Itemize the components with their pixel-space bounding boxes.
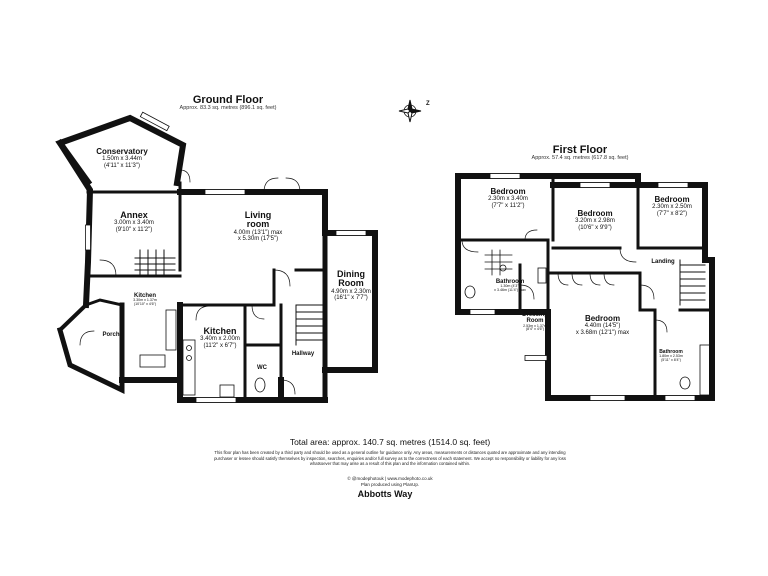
room-bathroom-1: Bathroom 1.30m (4'3") x 3.46m (11'4") ma… [494,279,526,293]
room-conservatory: Conservatory 1.50m x 3.44m (4'11" x 11'3… [96,147,148,169]
ground-floor-walls [55,114,378,403]
room-bedroom-1: Bedroom 2.30m x 3.40m (7'7" x 11'2") [488,187,528,209]
property-address: Abbotts Way [357,489,413,499]
room-bedroom-3: Bedroom 2.30m x 2.50m (7'7" x 8'2") [652,195,692,217]
room-annex: Annex 3.00m x 3.40m (9'10" x 11'2") [114,210,154,233]
total-area: Total area: approx. 140.7 sq. metres (15… [289,437,491,447]
room-annex-kitchen: Kitchen 3.30m x 1.37m (10'10" x 4'6") [133,293,157,307]
room-kitchen: Kitchen 3.40m x 2.00m (11'2" x 6'7") [200,326,240,349]
room-wc: WC [257,365,267,371]
first-floor-windows [469,173,696,401]
room-bedroom-2: Bedroom 3.20m x 2.98m (10'6" x 9'9") [575,209,615,231]
room-living: Living room 4.00m (13'1") max x 5.30m (1… [233,210,283,243]
ground-floor-area: Approx. 83.3 sq. metres (896.1 sq. feet) [179,105,277,111]
first-floor-title: First Floor [552,144,608,156]
compass-letter: Z [426,101,430,107]
room-dressing: Dressing Room 2.53m x 1.37m (8'4" x 4'6"… [522,312,548,332]
room-hallway: Hallway [291,351,315,357]
credits: © @modephotouk | www.modephoto.co.uk Pla… [347,476,433,488]
ground-floor-windows [85,111,367,403]
room-landing: Landing [651,259,675,265]
room-bedroom-4: Bedroom 4.40m (14'5") x 3.68m (12'1") ma… [575,314,630,336]
first-floor-walls [455,173,715,401]
room-porch: Porch [102,332,120,338]
room-bathroom-2: Bathroom 1.80m x 2.53m (5'11" x 8'4") [659,349,683,363]
ground-floor-title: Ground Floor [192,94,264,106]
room-dining: Dining Room 4.90m x 2.30m (16'1" x 7'7") [331,269,371,302]
disclaimer: This floor plan has been created by a th… [214,450,566,467]
compass-rose-icon [398,99,422,123]
first-floor-area: Approx. 57.4 sq. metres (617.8 sq. feet) [531,155,629,161]
